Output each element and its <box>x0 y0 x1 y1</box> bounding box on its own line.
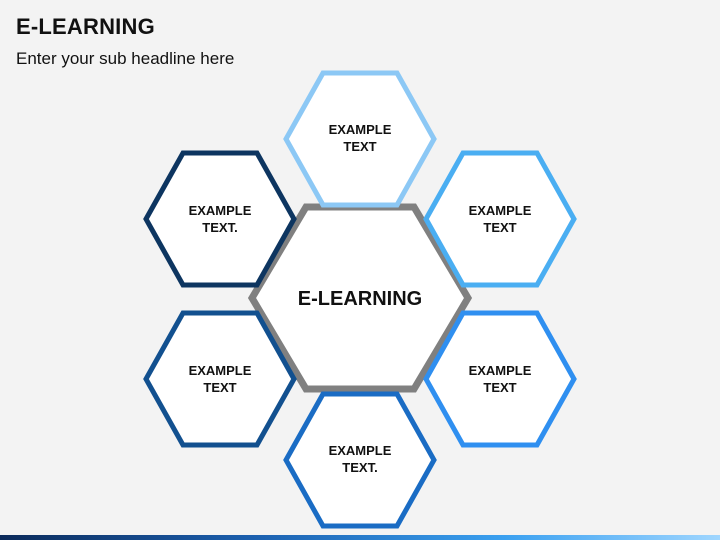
hexagon-upper-left-line2: TEXT. <box>202 220 237 235</box>
footer-gradient-bar <box>0 535 720 540</box>
center-label: E-LEARNING <box>298 288 422 310</box>
hexagon-lower-left-line2: TEXT <box>203 380 236 395</box>
hexagon-top: EXAMPLE TEXT <box>283 70 437 208</box>
hexagon-upper-right: EXAMPLE TEXT <box>423 150 577 288</box>
hexagon-lower-right-line1: EXAMPLE <box>469 363 532 378</box>
page-subtitle: Enter your sub headline here <box>16 49 235 68</box>
center-hexagon: E-LEARNING <box>247 203 473 393</box>
hexagon-lower-right-line2: TEXT <box>483 380 516 395</box>
hexagon-bottom: EXAMPLE TEXT. <box>283 391 437 529</box>
page-title: E-LEARNING <box>16 14 155 39</box>
hexagon-bottom-line1: EXAMPLE <box>329 443 392 458</box>
hexagon-top-line1: EXAMPLE <box>329 122 392 137</box>
hexagon-lower-right: EXAMPLE TEXT <box>423 310 577 448</box>
hexagon-upper-right-line2: TEXT <box>483 220 516 235</box>
hexagon-upper-right-line1: EXAMPLE <box>469 203 532 218</box>
hexagon-lower-left-line1: EXAMPLE <box>189 363 252 378</box>
hexagon-bottom-line2: TEXT. <box>342 460 377 475</box>
hexagon-upper-left: EXAMPLE TEXT. <box>143 150 297 288</box>
hexagon-upper-left-line1: EXAMPLE <box>189 203 252 218</box>
hexagon-top-line2: TEXT <box>343 139 376 154</box>
hexagon-lower-left: EXAMPLE TEXT <box>143 310 297 448</box>
